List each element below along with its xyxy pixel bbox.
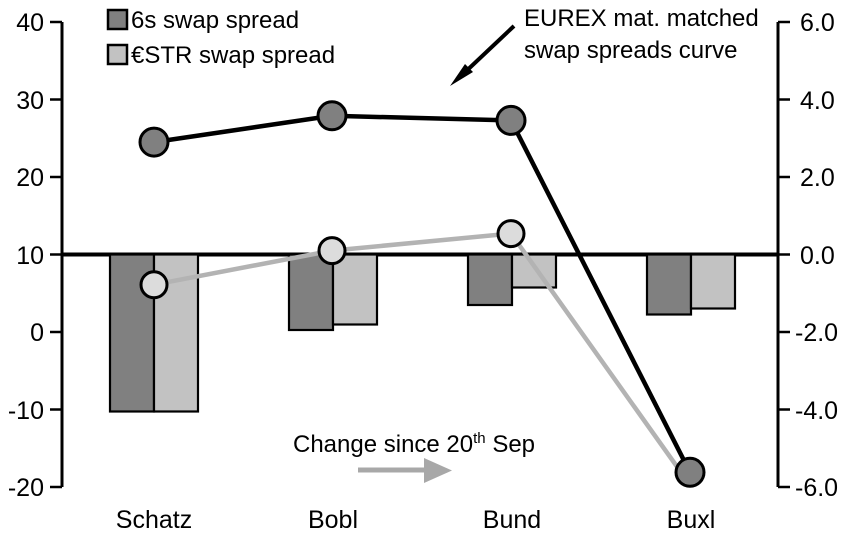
bar-estr-bund[interactable]	[510, 253, 558, 289]
category-label-bund: Bund	[483, 506, 541, 534]
legend-label-6s: 6s swap spread	[131, 7, 299, 34]
legend-swatch-estr	[106, 43, 129, 66]
eurex-curve-marker-bund[interactable]	[495, 104, 527, 136]
bar-estr-buxl[interactable]	[689, 253, 737, 310]
change-since-after: Sep	[486, 431, 535, 458]
right-axis-tick-6: -6.0	[795, 474, 838, 502]
bar-6s-bobl[interactable]	[287, 253, 335, 332]
bars-group	[108, 253, 737, 413]
legend-item-6s[interactable]: 6s swap spread	[106, 7, 299, 34]
category-labels: Schatz Bobl Bund Buxl	[116, 506, 716, 534]
category-label-schatz: Schatz	[116, 506, 192, 534]
eurex-callout-line1: EUREX mat. matched	[524, 5, 759, 32]
legend-swatch-6s	[106, 8, 129, 31]
left-axis-tick-2: 20	[16, 164, 44, 192]
left-axis-tick-6: -20	[8, 474, 44, 502]
left-axis-tick-1: 30	[16, 87, 44, 115]
left-axis: 40 30 20 10 0 -10 -20	[8, 9, 64, 502]
right-axis-tick-0: 6.0	[800, 9, 835, 37]
eurex-callout-line2: swap spreads curve	[524, 37, 737, 64]
change-since-arrow-icon	[358, 458, 452, 483]
right-axis-tick-3: 0.0	[800, 242, 835, 270]
callout-arrow-icon	[450, 24, 516, 86]
bar-6s-bund[interactable]	[466, 253, 514, 307]
estr-curve-marker-bobl[interactable]	[317, 236, 347, 266]
category-label-bobl: Bobl	[308, 506, 358, 534]
eurex-matched-curve	[138, 100, 706, 488]
change-since-note: Change since 20th Sep	[293, 430, 535, 483]
right-axis-tick-2: 2.0	[800, 164, 835, 192]
right-axis: 6.0 4.0 2.0 0.0 -2.0 -4.0 -6.0	[766, 9, 838, 502]
legend: 6s swap spread €STR swap spread	[106, 7, 335, 69]
estr-curve-line	[153, 231, 692, 487]
estr-curve-marker-bund[interactable]	[496, 219, 526, 249]
eurex-curve-marker-buxl[interactable]	[674, 456, 706, 488]
right-axis-tick-5: -4.0	[795, 397, 838, 425]
eurex-curve-marker-bobl[interactable]	[316, 100, 348, 132]
change-since-before: Change since 20	[293, 431, 473, 458]
eurex-curve-line	[153, 113, 693, 474]
left-axis-tick-0: 40	[16, 9, 44, 37]
left-axis-tick-3: 10	[16, 242, 44, 270]
legend-item-estr[interactable]: €STR swap spread	[106, 42, 335, 69]
eurex-curve-marker-schatz[interactable]	[138, 126, 170, 158]
legend-label-estr: €STR swap spread	[131, 42, 335, 69]
eurex-callout: EUREX mat. matched swap spreads curve	[450, 5, 759, 86]
left-axis-tick-4: 0	[30, 319, 44, 347]
estr-matched-curve	[139, 219, 692, 487]
right-axis-tick-1: 4.0	[800, 87, 835, 115]
right-axis-tick-4: -2.0	[795, 319, 838, 347]
bar-estr-bobl[interactable]	[331, 253, 379, 326]
category-label-buxl: Buxl	[667, 506, 716, 534]
change-since-superscript: th	[473, 430, 486, 447]
bar-6s-buxl[interactable]	[645, 253, 693, 316]
estr-curve-marker-schatz[interactable]	[139, 270, 169, 300]
change-since-text: Change since 20th Sep	[293, 430, 535, 458]
left-axis-tick-5: -10	[8, 397, 44, 425]
